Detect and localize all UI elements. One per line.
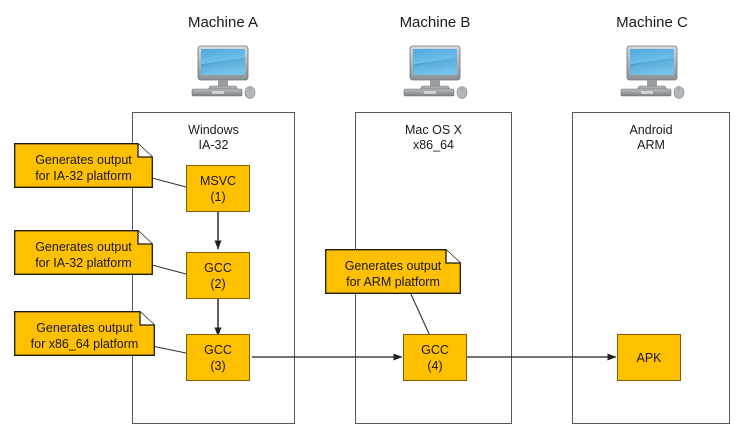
machine-a-desktop-computer-icon [191,45,256,99]
node-msvc-1-index: (1) [210,189,226,204]
note-shape [14,311,155,356]
node-gcc-3-label: GCC [204,342,232,357]
note-ia32-gcc2-text: Generates output for IA-32 platform [35,239,132,270]
note-x8664-gcc3-text: Generates output for x86_64 platform [30,320,139,351]
machine-b-title: Machine B [399,14,471,31]
node-gcc-4-index: (4) [427,358,443,373]
note-shape [14,230,153,275]
node-msvc-1-label: MSVC [199,173,237,188]
note-shape [14,143,153,188]
note-arm-gcc4-text: Generates output for ARM platform [344,258,442,289]
node-gcc-3-index: (3) [210,358,226,373]
machine-c-desktop-computer-icon [620,45,685,99]
node-gcc-4-label: GCC [421,342,449,357]
node-gcc-4[interactable]: GCC (4) [403,334,467,381]
note-ia32-msvc[interactable]: Generates output for IA-32 platform [14,143,153,188]
machine-b-platform-label: Mac OS X x86_64 [405,123,462,152]
machine-c-title: Machine C [616,14,688,31]
node-gcc-2-index: (2) [210,276,226,291]
note-x8664-gcc3[interactable]: Generates output for x86_64 platform [14,311,155,356]
machine-a-title: Machine A [187,14,259,31]
machine-b-desktop-computer-icon [403,45,468,99]
note-ia32-msvc-text: Generates output for IA-32 platform [35,152,132,183]
node-gcc-2-label: GCC [204,260,232,275]
node-msvc-1[interactable]: MSVC (1) [186,165,250,212]
note-shape [325,249,461,294]
machine-a-platform-label: Windows IA-32 [188,123,239,152]
note-arm-gcc4[interactable]: Generates output for ARM platform [325,249,461,294]
node-apk[interactable]: APK [617,334,681,381]
node-gcc-3[interactable]: GCC (3) [186,334,250,381]
node-gcc-2[interactable]: GCC (2) [186,252,250,299]
machine-c-platform-label: Android ARM [629,123,673,152]
note-ia32-gcc2[interactable]: Generates output for IA-32 platform [14,230,153,275]
node-apk-label: APK [636,350,662,365]
